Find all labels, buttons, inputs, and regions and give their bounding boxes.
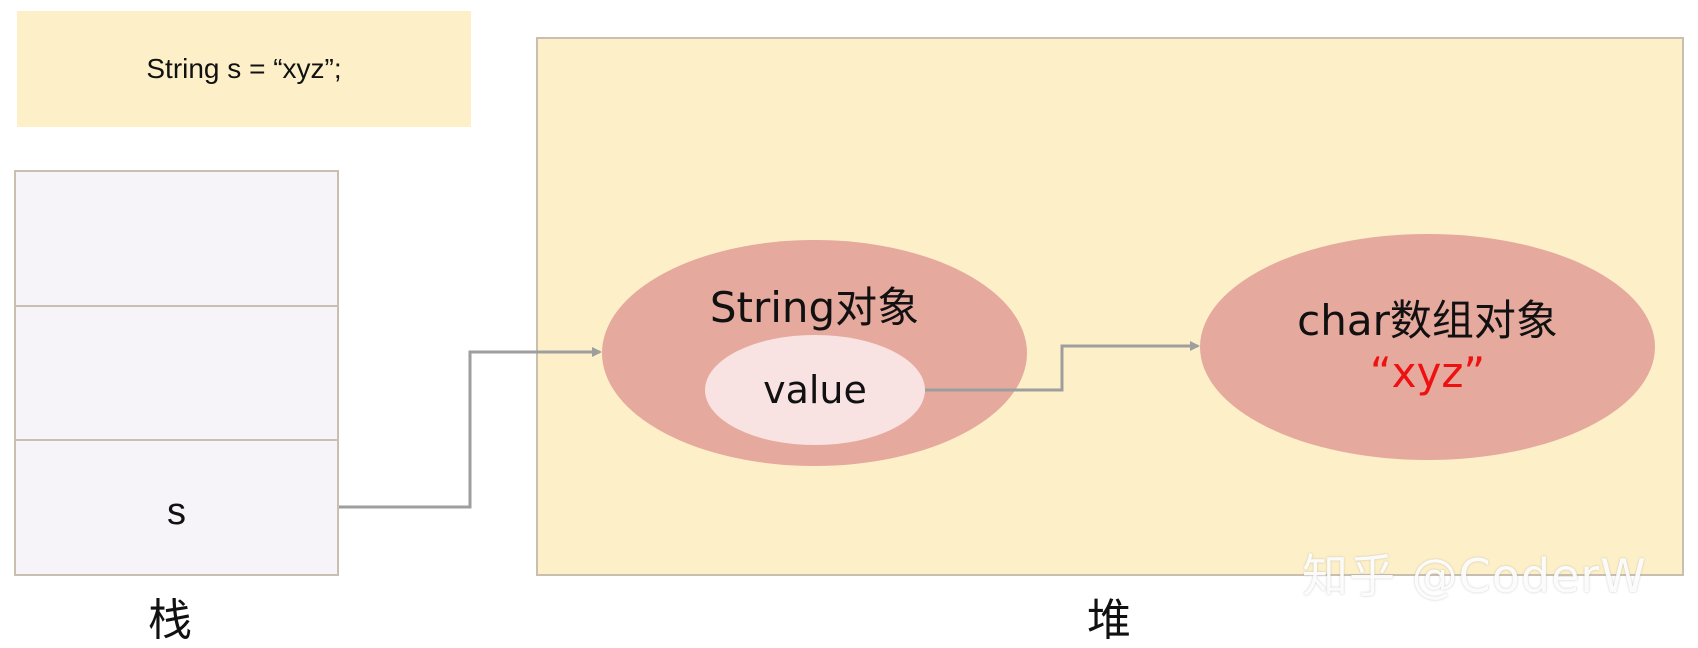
string-object-node: String对象 value: [602, 240, 1027, 466]
stack-frame: s: [14, 170, 339, 576]
char-array-value: “xyz”: [1369, 348, 1486, 397]
string-object-label: String对象: [709, 283, 920, 332]
stack-cell: [16, 307, 337, 441]
char-array-object-label: char数组对象: [1297, 296, 1558, 345]
stack-cell-s: s: [167, 491, 186, 533]
heap-label: 堆: [1087, 595, 1131, 646]
watermark: 知乎 @CoderW: [1302, 549, 1647, 603]
value-field-node: value: [705, 335, 925, 445]
code-snippet-box: String s = “xyz”;: [17, 11, 471, 127]
stack-cell: [16, 172, 337, 307]
code-statement: String s = “xyz”;: [146, 53, 342, 84]
stack-label: 栈: [148, 595, 192, 646]
char-array-object-node: char数组对象 “xyz”: [1200, 234, 1655, 460]
value-field-label: value: [763, 368, 867, 412]
